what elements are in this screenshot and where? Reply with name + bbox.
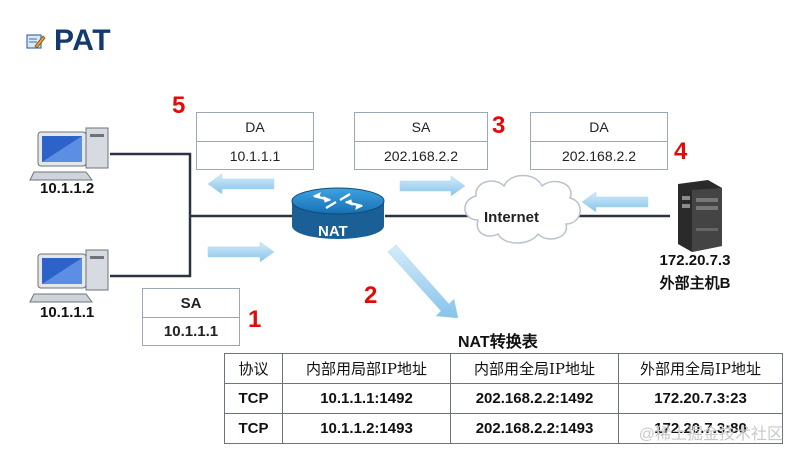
host-ip-top: 10.1.1.2: [40, 180, 95, 197]
packet-header: SA: [411, 119, 431, 135]
header-cell: 内部用局部IP地址: [282, 353, 451, 384]
table-cell: TCP: [224, 413, 283, 444]
packet-header: DA: [589, 119, 609, 135]
router-label: NAT: [318, 223, 348, 240]
computer-icon-top: [29, 127, 109, 181]
packet-box-3: SA 202.168.2.2: [354, 112, 488, 170]
host-ip-bottom: 10.1.1.1: [40, 304, 95, 321]
packet-value: 202.168.2.2: [355, 141, 487, 169]
table-cell: 10.1.1.1:1492: [282, 383, 451, 414]
arrow-right-bottom: [207, 241, 275, 263]
server-icon: [678, 180, 722, 252]
step-number-2: 2: [364, 282, 378, 309]
table-cell: 172.20.7.3:23: [618, 383, 783, 414]
packet-header: DA: [245, 119, 265, 135]
arrow-diagonal-table: [387, 244, 459, 319]
server-name: 外部主机B: [659, 275, 731, 292]
table-row: TCP 10.1.1.1:1492 202.168.2.2:1492 172.2…: [224, 383, 783, 414]
internet-cloud: [464, 174, 581, 244]
header-cell: 协议: [224, 353, 283, 384]
arrow-right-top: [399, 175, 466, 197]
table-cell: TCP: [224, 383, 283, 414]
table-header-row: 协议 内部用局部IP地址 内部用全局IP地址 外部用全局IP地址: [224, 353, 783, 384]
table-caption: NAT转换表: [458, 334, 538, 351]
step-number-4: 4: [674, 138, 688, 165]
computer-icon-bottom: [29, 249, 109, 303]
arrow-left-right-host: [581, 191, 649, 213]
table-row: TCP 10.1.1.2:1493 202.168.2.2:1493 172.2…: [224, 413, 783, 444]
packet-value: 10.1.1.1: [143, 317, 239, 345]
header-cell: 内部用全局IP地址: [450, 353, 619, 384]
table-cell: 172.20.7.3:80: [618, 413, 783, 444]
server-ip: 172.20.7.3: [659, 252, 731, 269]
page-title: PAT: [54, 24, 112, 57]
packet-box-5: DA 10.1.1.1: [196, 112, 314, 170]
step-number-5: 5: [172, 92, 186, 119]
header-cell: 外部用全局IP地址: [618, 353, 783, 384]
packet-header: SA: [180, 294, 202, 312]
packet-box-1: SA 10.1.1.1: [142, 288, 240, 346]
nat-table: 协议 内部用局部IP地址 内部用全局IP地址 外部用全局IP地址 TCP 10.…: [224, 353, 783, 444]
edit-icon: [26, 34, 46, 49]
table-cell: 10.1.1.2:1493: [282, 413, 451, 444]
packet-value: 202.168.2.2: [531, 141, 667, 169]
arrow-left-top: [207, 173, 275, 195]
step-number-3: 3: [492, 112, 506, 139]
network-links: [110, 152, 670, 278]
table-cell: 202.168.2.2:1493: [450, 413, 619, 444]
internet-label: Internet: [484, 209, 540, 226]
packet-box-4: DA 202.168.2.2: [530, 112, 668, 170]
step-number-1: 1: [248, 306, 262, 333]
watermark: @稀土掘金技术社区: [638, 426, 783, 443]
table-cell: 202.168.2.2:1492: [450, 383, 619, 414]
packet-value: 10.1.1.1: [197, 141, 313, 169]
nat-router-icon: [291, 187, 385, 239]
title-bar: PAT: [26, 24, 111, 58]
